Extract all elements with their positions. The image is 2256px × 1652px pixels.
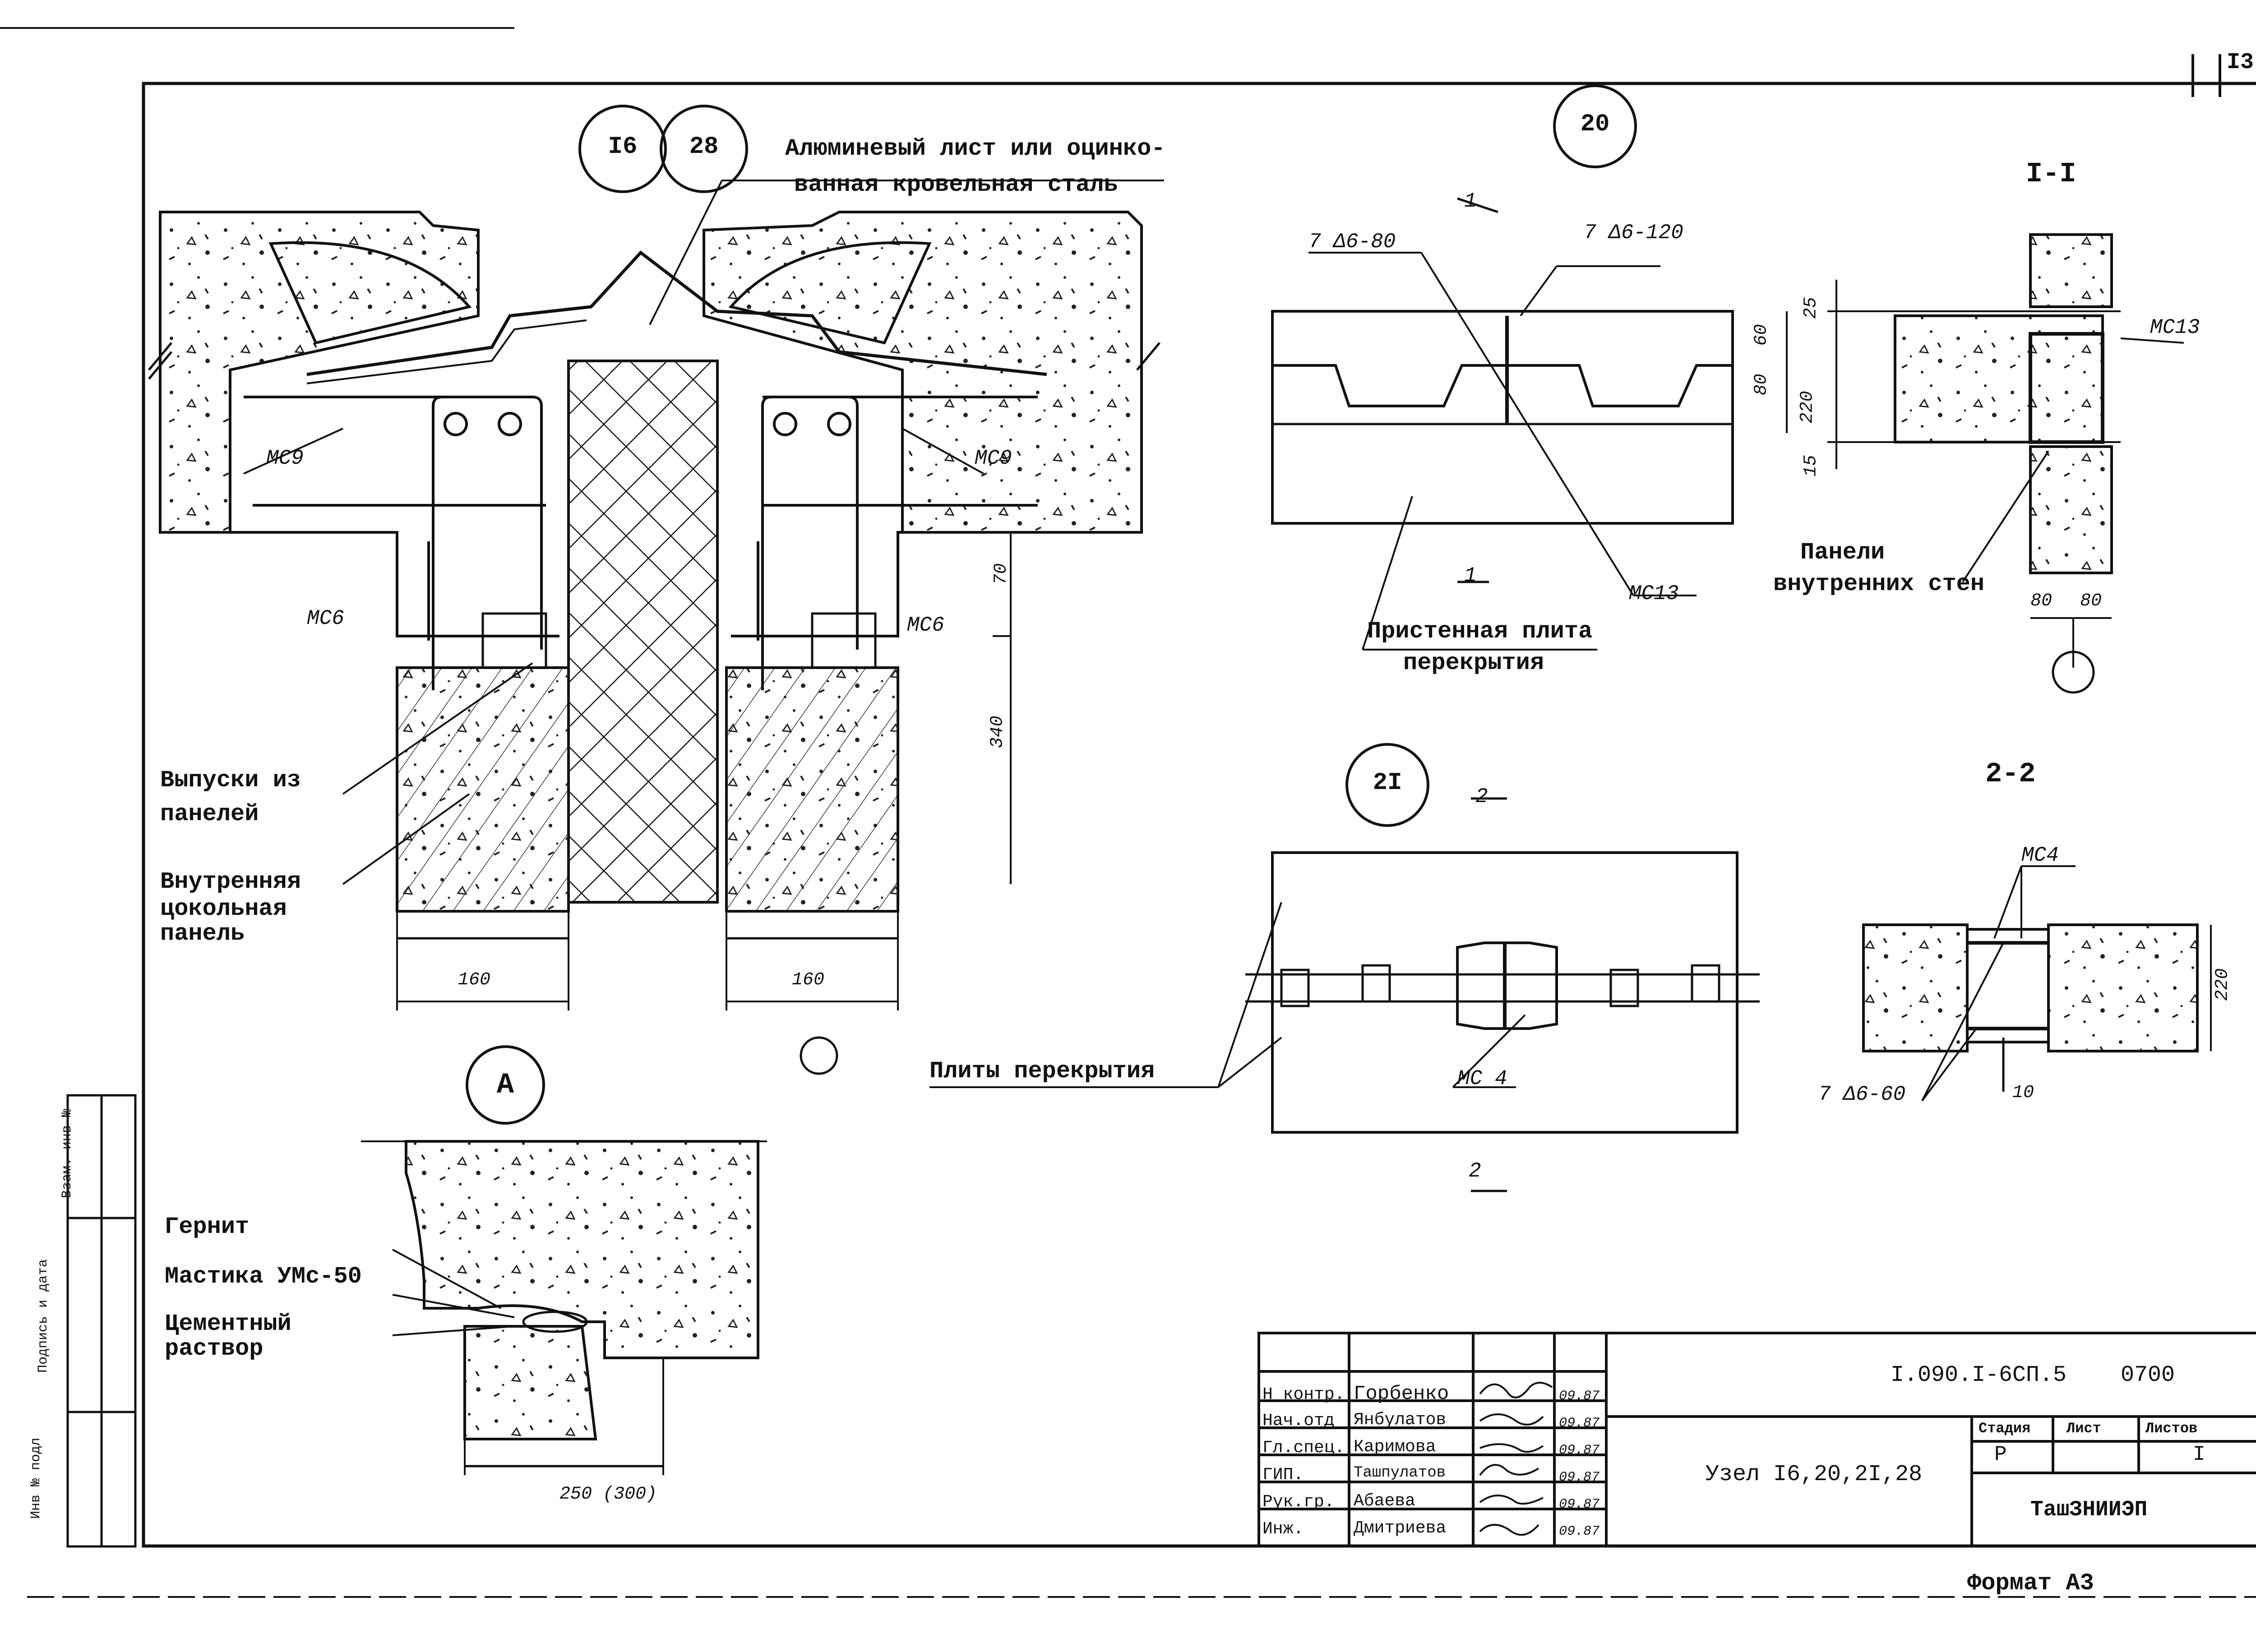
tb-date-6: 09.87: [1559, 1524, 1600, 1539]
dim-10: 10: [2012, 1083, 2034, 1103]
dim-80b: 80: [2080, 591, 2102, 611]
label-gernit: Гернит: [165, 1214, 250, 1240]
tb-name-5: Абаева: [1354, 1491, 1415, 1511]
sheet-number: I3: [2227, 50, 2254, 75]
left-stamp-3: Взам. инв №: [60, 1108, 75, 1199]
mark-mc4-node21: МС 4: [1457, 1067, 1507, 1090]
tb-role-1: Н контр.: [1262, 1385, 1345, 1404]
mark-bar80: 7 Δ6-80: [1308, 230, 1396, 254]
node-21-marker: 2I: [1373, 769, 1402, 797]
tb-date-3: 09.87: [1559, 1443, 1600, 1458]
cut-2-top: 2: [1475, 785, 1488, 808]
label-wall-slab-line2: перекрытия: [1403, 650, 1544, 676]
mark-mc9-right: МС9: [975, 447, 1012, 470]
node-20-marker: 20: [1580, 111, 1610, 138]
signatures: [1479, 1382, 1553, 1536]
label-outlets-line1: Выпуски из: [160, 767, 301, 794]
tb-date-1: 09.87: [1559, 1389, 1600, 1404]
cut-1-top: 1: [1464, 189, 1477, 213]
node-20-section: [1271, 84, 1788, 651]
label-inner-walls-line1: Панели: [1800, 539, 1885, 566]
dim-340: 340: [987, 715, 1008, 748]
dim-70: 70: [991, 563, 1012, 585]
tb-code-suffix: 0700: [2121, 1362, 2175, 1388]
section-2-2: [1862, 865, 2212, 1102]
tb-role-3: Гл.спец.: [1262, 1438, 1345, 1458]
tb-name-4: Ташпулатов: [1354, 1464, 1446, 1481]
dim-60-node20: 60: [1751, 324, 1772, 346]
mark-mc6-right: МС6: [907, 614, 944, 637]
left-stamp-2: Подпись и дата: [36, 1259, 51, 1373]
label-aluminum-line1: Алюминевый лист или оцинко-: [785, 135, 1165, 162]
dim-80a: 80: [2030, 591, 2053, 611]
section-1-1: [1827, 233, 2184, 694]
cut-1-bottom: 1: [1464, 564, 1477, 587]
dim-250: 250 (300): [559, 1484, 657, 1504]
mark-mc13-section: МС13: [2150, 316, 2200, 339]
tb-name-2: Янбулатов: [1354, 1410, 1447, 1430]
mark-bar120: 7 Δ6-120: [1584, 221, 1683, 245]
node-a-marker: A: [496, 1069, 514, 1102]
tb-sheets-header: Листов: [2145, 1420, 2198, 1437]
left-stamp-1: Инв № подл: [28, 1437, 44, 1519]
label-outlets-line2: панелей: [160, 801, 259, 827]
node-a-section: [361, 1045, 767, 1475]
label-floor-slabs: Плиты перекрытия: [929, 1058, 1155, 1084]
dim-160-left: 160: [458, 970, 491, 990]
tb-stage-header: Стадия: [1979, 1420, 2031, 1437]
tb-org: ТашЗНИИЭП: [2030, 1498, 2148, 1522]
node-21-section: [929, 743, 1760, 1192]
dim-220-section2: 220: [2212, 968, 2233, 1001]
label-wall-slab-line1: Пристенная плита: [1367, 618, 1593, 645]
tb-name-6: Дмитриева: [1354, 1518, 1447, 1538]
tb-stage: Р: [1994, 1443, 2007, 1466]
tb-code: I.090.I-6СП.5: [1891, 1362, 2067, 1388]
format-label: Формат А3: [1967, 1570, 2094, 1597]
tb-role-2: Нач.отд: [1262, 1411, 1335, 1431]
tb-name-1: Горбенко: [1354, 1383, 1449, 1405]
node-16-marker: I6: [608, 133, 638, 161]
mark-mc13-node20: МС13: [1629, 582, 1679, 605]
label-aluminum-line2: ванная кровельная сталь: [794, 171, 1118, 198]
mark-mc4-section: МС4: [2021, 844, 2059, 867]
dim-80-node20: 80: [1751, 374, 1772, 396]
tb-role-5: Рук.гр.: [1262, 1492, 1335, 1512]
label-inner-panel-line2: цокольная: [160, 895, 287, 922]
tb-date-4: 09.87: [1559, 1470, 1600, 1485]
label-cement-line1: Цементный: [165, 1311, 291, 1337]
tb-sheet-header: Лист: [2066, 1420, 2101, 1437]
title-block: [1257, 1332, 2256, 1547]
node-28-marker: 28: [689, 133, 719, 161]
label-inner-panel-line1: Внутренняя: [160, 868, 301, 895]
label-inner-panel-line3: панель: [160, 920, 245, 947]
tb-name-3: Каримова: [1354, 1437, 1436, 1457]
node-16-28-section: [148, 105, 1164, 1075]
dim-25: 25: [1801, 297, 1821, 319]
section-1-1-title: I-I: [2026, 158, 2076, 190]
left-stamp: [66, 1094, 137, 1548]
tb-date-2: 09.87: [1559, 1416, 1600, 1431]
sheet-frame: [0, 27, 2256, 1598]
dim-160-right: 160: [792, 970, 825, 990]
section-2-2-title: 2-2: [1985, 758, 2036, 790]
mark-mc9-left: МС9: [266, 447, 304, 470]
mark-mc6-left: МС6: [307, 607, 344, 630]
tb-date-5: 09.87: [1559, 1497, 1600, 1512]
label-inner-walls-line2: внутренних стен: [1773, 571, 1985, 597]
dim-220-section1: 220: [1797, 391, 1818, 424]
tb-title: Узел I6,20,2I,28: [1706, 1462, 1923, 1487]
cut-2-bottom: 2: [1469, 1159, 1481, 1183]
mark-bar60: 7 Δ6-60: [1818, 1083, 1906, 1106]
label-cement-line2: раствор: [165, 1335, 264, 1362]
tb-sheets: I: [2193, 1443, 2205, 1466]
tb-role-4: ГИП.: [1262, 1465, 1304, 1485]
label-mastic: Мастика УМс-50: [165, 1263, 362, 1290]
dim-15: 15: [1801, 455, 1821, 477]
tb-role-6: Инж.: [1262, 1519, 1304, 1539]
